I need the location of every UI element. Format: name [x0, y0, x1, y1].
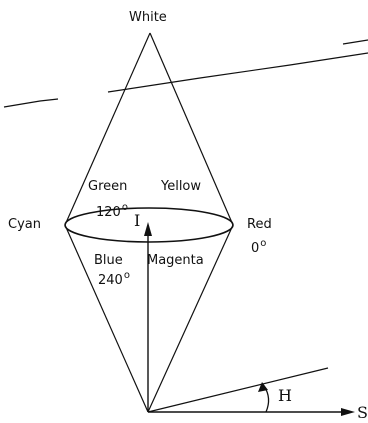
saturation-arrowhead	[341, 408, 355, 416]
scan-artifact-line-right	[107, 52, 368, 93]
scan-artifact-line-corner	[342, 39, 368, 45]
hue-reference-line	[147, 367, 329, 413]
lower-cone-left-edge	[64, 224, 149, 413]
blue-label: Blue	[94, 253, 123, 268]
angle-0-label: 0o	[251, 239, 266, 256]
magenta-label: Magenta	[147, 253, 204, 268]
cyan-label: Cyan	[8, 217, 41, 232]
intensity-arrowhead	[144, 222, 152, 236]
degree-mark: o	[121, 202, 128, 213]
angle-0-value: 0	[251, 241, 260, 256]
angle-240-label: 240o	[98, 271, 130, 288]
red-label: Red	[247, 217, 272, 232]
white-label: White	[129, 10, 167, 25]
saturation-label: S	[357, 403, 368, 422]
lower-cone-right-edge	[147, 224, 234, 413]
hue-arc-arrowhead	[258, 382, 268, 392]
hue-label: H	[278, 386, 292, 405]
green-label: Green	[88, 179, 128, 194]
hue-circle	[64, 207, 234, 243]
upper-cone-left-edge	[64, 32, 151, 226]
scan-artifact-line-left	[3, 98, 59, 108]
angle-240-value: 240	[98, 273, 123, 288]
intensity-label: I	[134, 211, 141, 230]
yellow-label: Yellow	[161, 179, 202, 194]
angle-120-label: 120o	[96, 203, 128, 220]
degree-mark: o	[123, 270, 130, 281]
angle-120-value: 120	[96, 205, 121, 220]
degree-mark: o	[260, 238, 267, 249]
upper-cone-right-edge	[149, 32, 234, 226]
